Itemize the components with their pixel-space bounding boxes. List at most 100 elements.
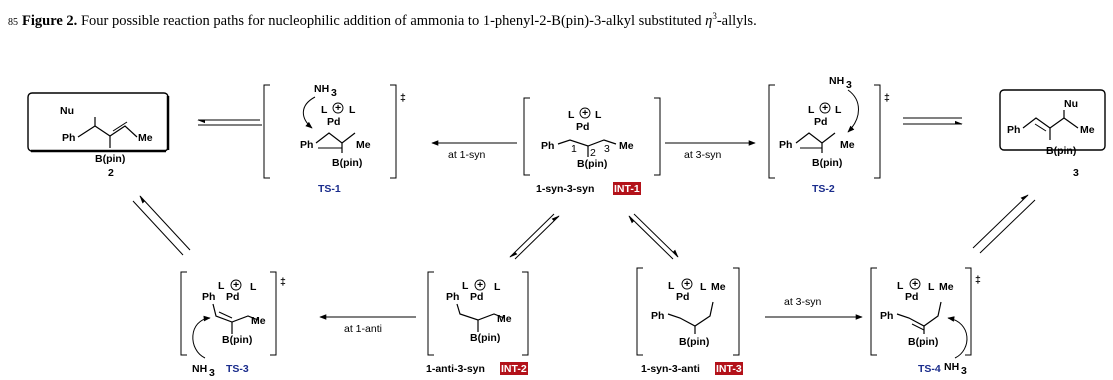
product-2-label: 2: [108, 167, 114, 179]
nh3-label: NH: [314, 83, 329, 95]
ph-label: Ph: [651, 310, 664, 322]
l-label: L: [928, 281, 935, 293]
dagger: ‡: [975, 274, 981, 286]
pd-label: Pd: [676, 291, 689, 303]
int-3: L + L Pd Me Ph B(pin) 1-syn-3-anti INT-3: [636, 267, 743, 375]
bpin-label: B(pin): [332, 157, 362, 169]
ts-2-label: TS-2: [812, 183, 835, 195]
int-2-tag: INT-2: [501, 363, 527, 375]
bpin-label: B(pin): [222, 334, 252, 346]
l-label: L: [494, 281, 501, 293]
nu-label: Nu: [60, 105, 74, 117]
arrow-label-at-3-syn-bottom: at 3-syn: [784, 296, 822, 308]
bpin-label: B(pin): [679, 336, 709, 348]
product-3-label: 3: [1073, 167, 1079, 179]
ts-3-label: TS-3: [226, 363, 249, 375]
bpin-label: B(pin): [470, 332, 500, 344]
eta-superscript: 3: [712, 11, 717, 21]
product-3: Nu Ph Me B(pin) 3: [999, 89, 1106, 179]
pd-label: Pd: [576, 121, 589, 133]
bpin-label: B(pin): [577, 158, 607, 170]
figure-caption: 85 Figure 2. Four possible reaction paths…: [8, 6, 1108, 33]
plus-sign: +: [822, 102, 828, 114]
ts-1-label: TS-1: [318, 183, 341, 195]
nh3-subscript: 3: [846, 79, 852, 91]
plus-sign: +: [582, 107, 588, 119]
me-label: Me: [497, 313, 512, 325]
ph-label: Ph: [779, 139, 792, 151]
dagger: ‡: [280, 276, 286, 288]
pd-label: Pd: [470, 291, 483, 303]
bpin-label: B(pin): [95, 153, 125, 165]
l-label: L: [835, 104, 842, 116]
bpin-label: B(pin): [1046, 145, 1076, 157]
dagger: ‡: [400, 92, 406, 104]
arrow-label-at-3-syn-top: at 3-syn: [684, 149, 722, 161]
int-1: L + L Pd Ph 1 2 3 Me B(pin) 1-syn-3-syn …: [523, 97, 661, 195]
caption-text: Four possible reaction paths for nucleop…: [77, 12, 706, 29]
me-label: Me: [356, 139, 371, 151]
me-label: Me: [711, 281, 726, 293]
nh3-label: NH: [944, 361, 959, 373]
ph-label: Ph: [300, 139, 313, 151]
locant-2: 2: [590, 147, 596, 159]
dagger: ‡: [884, 92, 890, 104]
ph-label: Ph: [62, 132, 75, 144]
me-label: Me: [939, 281, 954, 293]
l-label: L: [349, 104, 356, 116]
l-label: L: [462, 280, 469, 292]
int-1-prefix: 1-syn-3-syn: [536, 183, 594, 195]
l-label: L: [321, 104, 328, 116]
ph-label: Ph: [880, 310, 893, 322]
reaction-arrows: at 1-syn at 3-syn at 1-anti at 3-syn: [132, 117, 1036, 335]
nu-label: Nu: [1064, 98, 1078, 110]
ts-2: ‡ NH 3 L + L Pd Ph Me B(pin) TS-2: [768, 75, 890, 195]
l-label: L: [250, 281, 257, 293]
nh3-label: NH: [192, 363, 207, 375]
me-label: Me: [138, 132, 153, 144]
bpin-label: B(pin): [908, 336, 938, 348]
product-2: Nu Ph Me B(pin) 2: [27, 92, 170, 179]
l-label: L: [700, 281, 707, 293]
pd-label: Pd: [327, 116, 340, 128]
nh3-subscript: 3: [331, 87, 337, 99]
l-label: L: [568, 109, 575, 121]
arrow-label-at-1-syn: at 1-syn: [448, 149, 486, 161]
ts-3: ‡ L + L Ph Pd Me B(pin) NH 3 TS-3: [180, 271, 286, 379]
ph-label: Ph: [202, 291, 215, 303]
plus-sign: +: [233, 279, 239, 291]
caption-text-end: -allyls.: [716, 12, 757, 29]
plus-sign: +: [684, 278, 690, 290]
int-2-prefix: 1-anti-3-syn: [426, 363, 485, 375]
locant-3: 3: [604, 143, 610, 155]
ph-label: Ph: [541, 140, 554, 152]
me-label: Me: [1080, 124, 1095, 136]
line-number: 85: [8, 16, 18, 28]
l-label: L: [808, 104, 815, 116]
pd-label: Pd: [814, 116, 827, 128]
l-label: L: [595, 109, 602, 121]
bpin-label: B(pin): [812, 157, 842, 169]
pd-label: Pd: [905, 291, 918, 303]
int-3-prefix: 1-syn-3-anti: [641, 363, 700, 375]
me-label: Me: [251, 315, 266, 327]
nh3-subscript: 3: [209, 367, 215, 379]
ts-1: ‡ NH 3 L + L Pd Ph Me B(pin) TS-1: [263, 83, 406, 195]
ph-label: Ph: [1007, 124, 1020, 136]
eta-symbol: η: [705, 12, 713, 29]
plus-sign: +: [477, 279, 483, 291]
nh3-label: NH: [829, 75, 844, 87]
int-2: L + L Ph Pd Me B(pin) 1-anti-3-syn INT-2: [426, 271, 529, 375]
plus-sign: +: [335, 102, 341, 114]
l-label: L: [218, 280, 225, 292]
pd-label: Pd: [226, 291, 239, 303]
nh3-subscript: 3: [961, 365, 967, 377]
ts-4: ‡ L + L Pd Me Ph B(pin) TS-4 NH 3: [870, 267, 981, 377]
me-label: Me: [619, 140, 634, 152]
locant-1: 1: [571, 143, 577, 155]
int-1-tag: INT-1: [614, 183, 640, 195]
ts-4-label: TS-4: [918, 363, 941, 375]
figure-label: Figure 2.: [22, 12, 78, 29]
me-label: Me: [840, 139, 855, 151]
